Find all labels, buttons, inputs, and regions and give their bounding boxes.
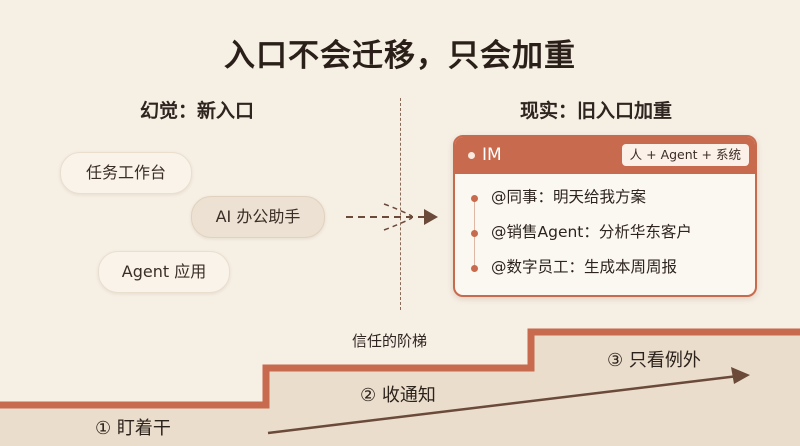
message-bullet-icon [471, 230, 478, 237]
ladder-step-3: ③ 只看例外 [607, 350, 701, 371]
im-card-tag: 人 + Agent + 系统 [621, 144, 749, 166]
message-bullet-icon [471, 195, 478, 202]
ladder-step-2: ② 收通知 [360, 385, 436, 406]
trust-ladder [0, 328, 800, 446]
ladder-step-1: ① 盯着干 [95, 418, 171, 439]
trend-arrow-head-icon [731, 367, 750, 384]
pill-ai-office-assistant: AI 办公助手 [191, 196, 325, 238]
page-title: 入口不会迁移，只会加重 [224, 38, 576, 74]
pill-task-workbench: 任务工作台 [60, 152, 192, 194]
center-divider [400, 98, 401, 310]
trend-arrow-line [267, 374, 739, 435]
im-message: @同事：明天给我方案 [491, 188, 647, 206]
im-card-title: IM [482, 145, 502, 165]
ladder-label: 信任的阶梯 [352, 332, 428, 350]
right-column-heading: 现实：旧入口加重 [520, 100, 673, 122]
pill-agent-app: Agent 应用 [98, 251, 230, 293]
im-message: @销售Agent：分析华东客户 [491, 223, 692, 241]
im-card: IM 人 + Agent + 系统 @同事：明天给我方案 @销售Agent：分析… [453, 135, 757, 297]
merge-arrow-icon [346, 203, 438, 231]
im-message: @数字员工：生成本周周报 [491, 258, 678, 276]
left-column-heading: 幻觉：新入口 [140, 100, 255, 122]
im-card-header: IM 人 + Agent + 系统 [455, 137, 755, 174]
message-bullet-icon [471, 265, 478, 272]
status-dot-icon [468, 152, 475, 159]
